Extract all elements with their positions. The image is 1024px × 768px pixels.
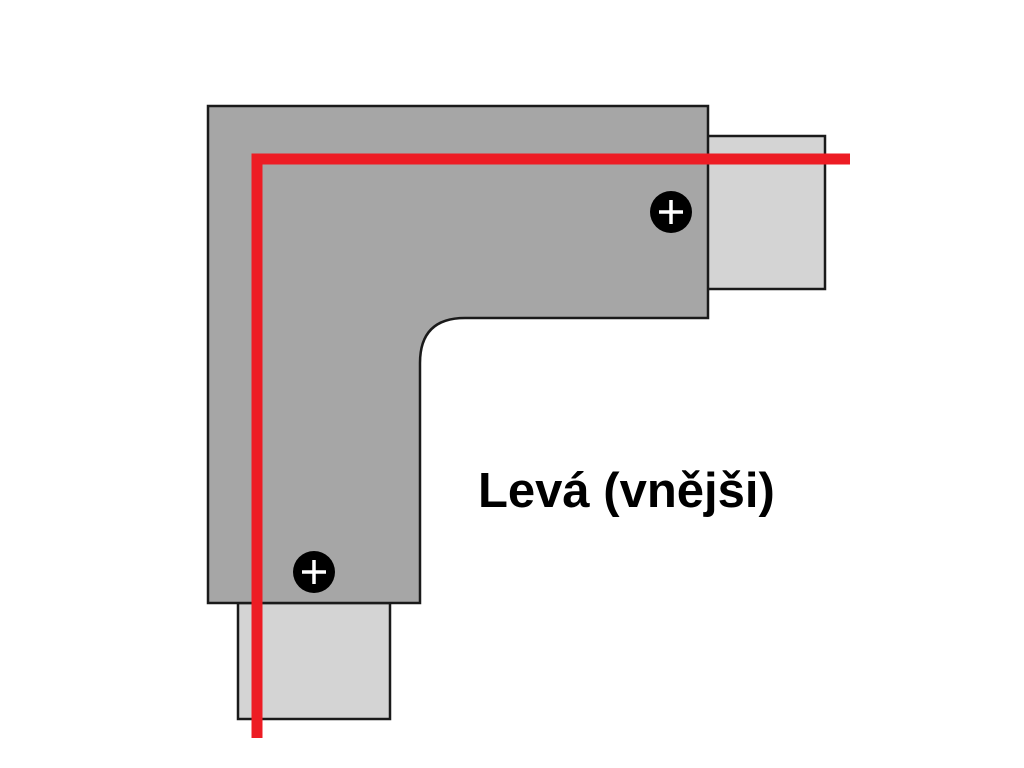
screw-icon	[650, 191, 692, 233]
conductor-line	[251, 153, 850, 738]
diagram-caption: Levá (vnějši)	[478, 464, 775, 518]
screw-icon	[293, 551, 335, 593]
bottom-end-insert	[236, 601, 392, 721]
connector-body	[206, 104, 710, 605]
